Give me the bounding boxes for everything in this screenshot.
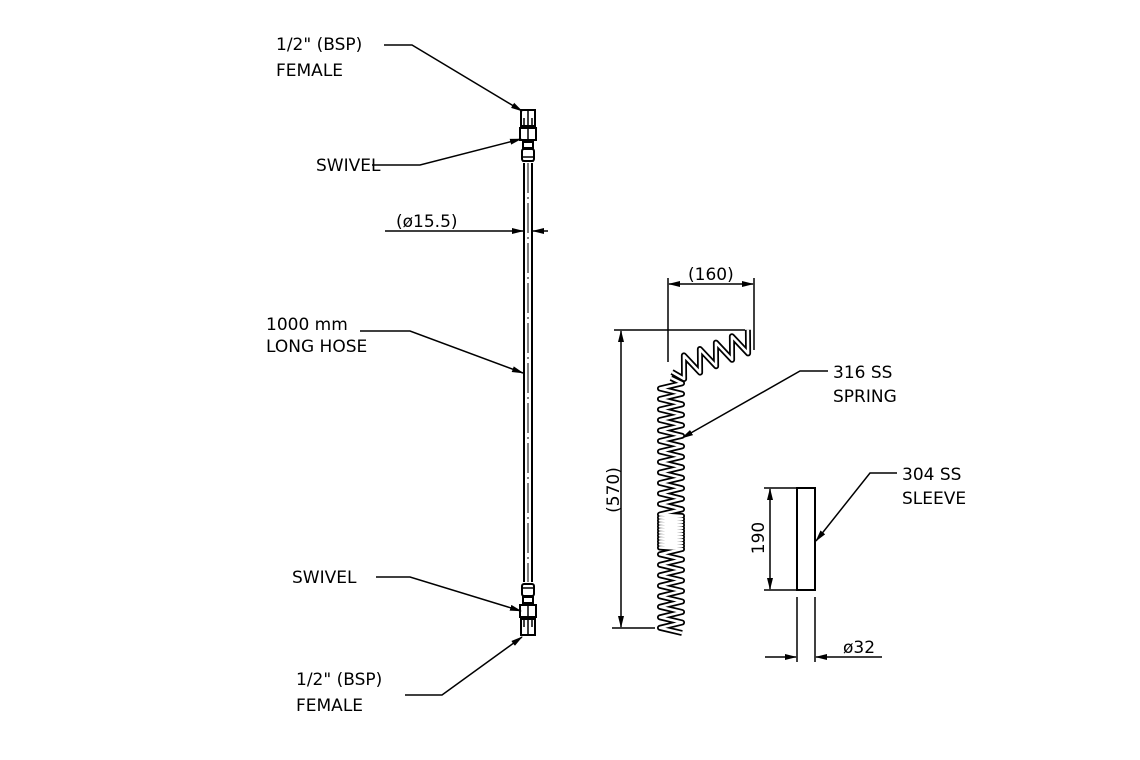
sleeve-label-line1: 304 SS [902,465,961,485]
bottom-swivel-callout: SWIVEL [292,568,522,612]
hose-length-label-line2: LONG HOSE [266,337,367,357]
sleeve-length-dimension: 190 [749,487,797,591]
spring-width-dimension: (160) [667,265,755,362]
sleeve-length-label: 190 [749,522,769,554]
top-fitting-label-line1: 1/2" (BSP) [276,35,362,55]
sleeve-diameter-label: ø32 [843,638,875,658]
bottom-swivel-label: SWIVEL [292,568,357,588]
hose-length-label-line1: 1000 mm [266,315,348,335]
spring [657,329,752,636]
bottom-fitting [519,604,537,636]
top-swivel-callout: SWIVEL [316,138,522,176]
sleeve [796,487,816,662]
top-fitting [519,109,537,141]
bottom-fitting-label-line2: FEMALE [296,696,363,716]
hose-length-callout: 1000 mm LONG HOSE [266,315,524,374]
top-fitting-callout: 1/2" (BSP) FEMALE [276,35,523,112]
sleeve-diameter-dimension: ø32 [765,638,882,660]
bottom-fitting-label-line1: 1/2" (BSP) [296,670,382,690]
spring-callout: 316 SS SPRING [681,363,897,439]
top-fitting-label-line2: FEMALE [276,61,343,81]
bottom-swivel [521,583,535,604]
top-swivel-label: SWIVEL [316,156,381,176]
hose-diameter-label: (ø15.5) [396,212,458,232]
sleeve-callout: 304 SS SLEEVE [815,465,966,542]
hose-tube [523,163,533,582]
sleeve-label-line2: SLEEVE [902,489,966,509]
spring-label-line2: SPRING [833,387,897,407]
spring-width-label: (160) [688,265,734,285]
top-swivel [521,141,535,162]
spring-label-line1: 316 SS [833,363,892,383]
bottom-fitting-callout: 1/2" (BSP) FEMALE [296,636,523,716]
spring-length-label: (570) [604,467,624,513]
hose-diameter-dimension: (ø15.5) [385,212,548,234]
spring-length-dimension: (570) [604,329,745,629]
